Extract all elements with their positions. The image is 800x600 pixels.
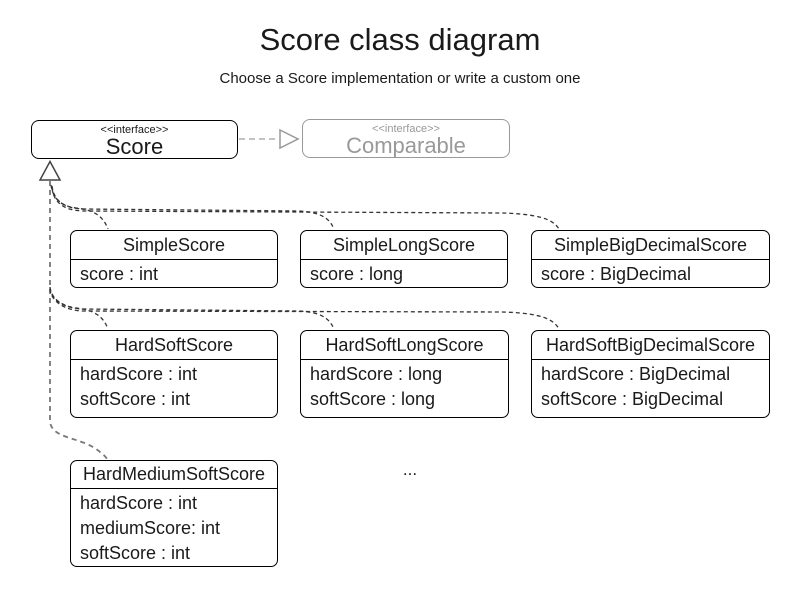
class-name: SimpleLongScore <box>301 231 507 260</box>
class-field: softScore : int <box>80 543 191 563</box>
page-subtitle: Choose a Score implementation or write a… <box>219 70 581 87</box>
class-field: score : BigDecimal <box>541 264 692 284</box>
class-box-simplescore: SimpleScore score : int <box>70 230 278 288</box>
inheritance-edge-simplelongscore <box>51 185 335 230</box>
class-name: HardSoftScore <box>71 331 277 360</box>
class-box-hardsoftscore: HardSoftScore hardScore : int softScore … <box>70 330 278 418</box>
class-field: softScore : BigDecimal <box>541 389 724 409</box>
class-field: mediumScore: int <box>80 518 221 538</box>
more-implementations-ellipsis: ... <box>402 460 418 479</box>
class-field: hardScore : BigDecimal <box>541 364 731 384</box>
interface-name: Comparable <box>346 133 466 158</box>
class-name: HardSoftLongScore <box>301 331 508 360</box>
class-field: hardScore : long <box>310 364 443 384</box>
class-name: SimpleBigDecimalScore <box>532 231 769 260</box>
class-name: HardMediumSoftScore <box>71 461 277 489</box>
page-title: Score class diagram <box>259 22 541 57</box>
interface-box-score: <<interface>> Score <box>31 120 238 159</box>
class-field: score : long <box>310 264 404 284</box>
class-field: hardScore : int <box>80 493 198 513</box>
inheritance-edge-hardsoftlongscore <box>49 287 335 330</box>
inheritance-edge-simplebigdecimalscore <box>51 187 560 230</box>
class-box-hardmediumsoftscore: HardMediumSoftScore hardScore : int medi… <box>70 460 278 567</box>
interface-name: Score <box>105 134 164 159</box>
interface-stereotype: <<interface>> <box>100 124 169 136</box>
class-name: SimpleScore <box>71 231 277 260</box>
class-box-hardsoftbigdecimalscore: HardSoftBigDecimalScore hardScore : BigD… <box>531 330 770 418</box>
inheritance-edge-hardsoftscore <box>49 286 109 330</box>
hollow-triangle-right-icon <box>279 128 300 150</box>
class-box-hardsoftlongscore: HardSoftLongScore hardScore : long softS… <box>300 330 509 418</box>
class-name: HardSoftBigDecimalScore <box>532 331 769 360</box>
class-field: softScore : int <box>80 389 191 409</box>
class-field: score : int <box>80 264 159 284</box>
class-field: softScore : long <box>310 389 436 409</box>
inheritance-edge-hardsoftbigdecimalscore <box>49 288 560 330</box>
hollow-triangle-up-icon <box>38 159 62 181</box>
class-box-simplebigdecimalscore: SimpleBigDecimalScore score : BigDecimal <box>531 230 770 288</box>
interface-stereotype: <<interface>> <box>372 123 440 135</box>
class-field: hardScore : int <box>80 364 198 384</box>
interface-box-comparable: <<interface>> Comparable <box>302 119 510 158</box>
inheritance-edge-simplescore <box>50 184 109 230</box>
class-box-simplelongscore: SimpleLongScore score : long <box>300 230 508 288</box>
